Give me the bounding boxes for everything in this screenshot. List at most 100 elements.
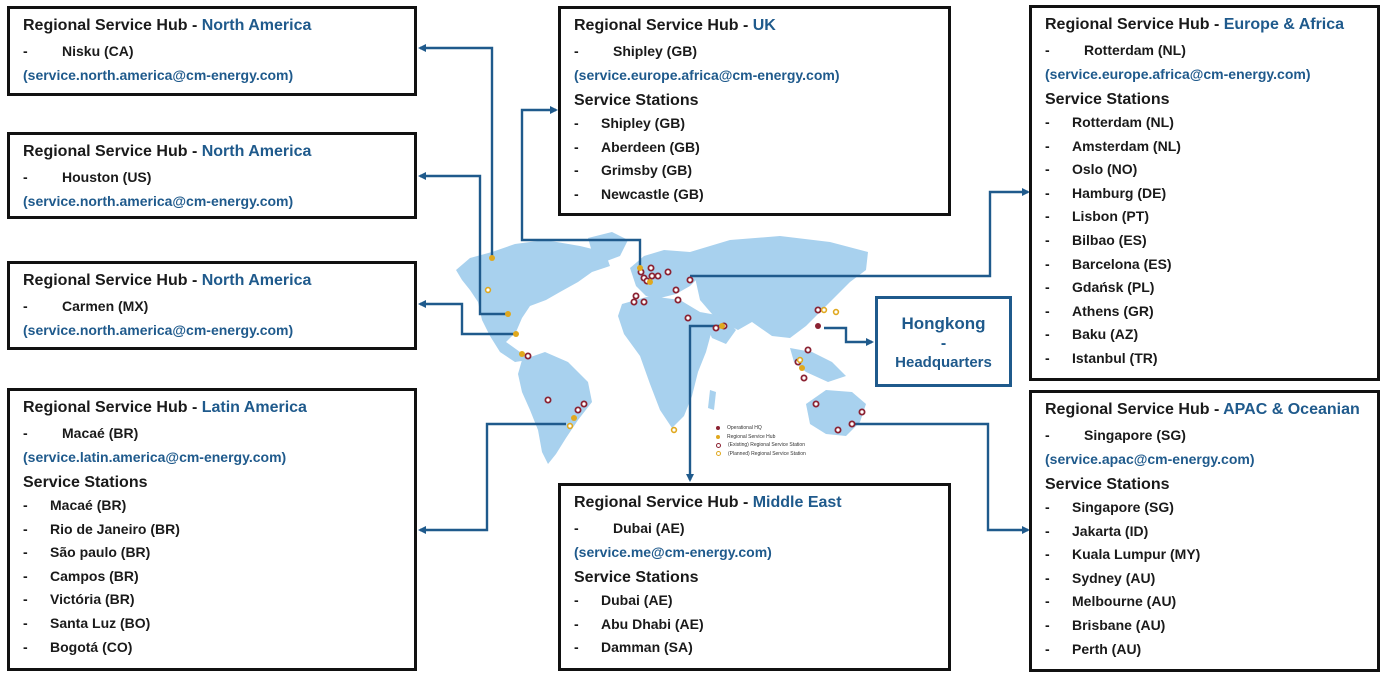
list-item: -Victória (BR)	[23, 591, 135, 608]
list-item: -Bogotá (CO)	[23, 638, 133, 655]
hub-title: Regional Service Hub - North America	[23, 143, 312, 160]
marker-singapore-hub	[799, 365, 805, 371]
marker-baku	[686, 276, 694, 284]
list-item: -Dubai (AE)	[574, 592, 673, 608]
list-item: -Abu Dhabi (AE)	[574, 615, 704, 632]
list-item: -Sydney (AU)	[1045, 569, 1156, 586]
hub-box-latin-america: Regional Service Hub - Latin America -Ma…	[7, 388, 417, 671]
marker-campos	[574, 406, 582, 414]
continent-madagascar	[708, 390, 716, 410]
list-item: -Rotterdam (NL)	[1045, 114, 1174, 130]
legend-item: (Planned) Regional Service Station	[716, 450, 806, 459]
marker-hamburg	[654, 272, 662, 280]
hub-email: (service.europe.africa@cm-energy.com)	[574, 67, 840, 83]
marker-melbourne	[834, 426, 842, 434]
hub-email: (service.europe.africa@cm-energy.com)	[1045, 66, 1311, 82]
marker-macae-hub	[571, 415, 577, 421]
service-stations-title: Service Stations	[1045, 91, 1170, 108]
list-item: -São paulo (BR)	[23, 544, 151, 561]
service-stations-list: -Macaé (BR) -Rio de Janeiro (BR) -São pa…	[23, 494, 414, 659]
list-item: -Hamburg (DE)	[1045, 184, 1167, 201]
hub-email: (service.me@cm-energy.com)	[574, 544, 772, 560]
list-item: -Kuala Lumpur (MY)	[1045, 546, 1201, 563]
marker-santa-luz	[544, 396, 552, 404]
hq-city: Hongkong	[901, 314, 986, 333]
hub-email: (service.latin.america@cm-energy.com)	[23, 449, 287, 465]
arrow-dubai	[686, 324, 722, 482]
marker-bilbao	[632, 292, 640, 300]
marker-planned-6	[796, 356, 804, 364]
list-item: -Barcelona (ES)	[1045, 255, 1172, 272]
marker-perth	[812, 400, 820, 408]
hub-box-uk: Regional Service Hub - UK -Shipley (GB) …	[558, 6, 951, 216]
legend-item: Regional Service Hub	[716, 433, 806, 442]
hub-box-apac-oceanian: Regional Service Hub - APAC & Oceanian -…	[1029, 390, 1380, 672]
legend-label: Regional Service Hub	[727, 433, 776, 440]
marker-dubai-hub	[719, 323, 725, 329]
list-item: -Bilbao (ES)	[1045, 231, 1147, 248]
arrow-carmen	[418, 300, 516, 336]
list-item: -Oslo (NO)	[1045, 161, 1138, 178]
arrow-rotterdam	[690, 188, 1030, 278]
map-markers	[484, 255, 866, 434]
service-stations-title: Service Stations	[1045, 476, 1170, 493]
legend-planned-dot	[716, 451, 721, 457]
hub-title: Regional Service Hub - Europe & Africa	[1045, 16, 1345, 33]
list-item: -Santa Luz (BO)	[23, 614, 151, 631]
hub-title: Regional Service Hub - Middle East	[574, 494, 842, 511]
list-item: -Brisbane (AU)	[1045, 616, 1166, 633]
legend-item: Operational HQ	[716, 424, 806, 433]
list-item: -Aberdeen (GB)	[574, 138, 700, 155]
marker-gdansk	[664, 268, 672, 276]
marker-asia-1	[814, 306, 822, 314]
marker-africa-1	[684, 314, 692, 322]
list-item: -Singapore (SG)	[1045, 499, 1174, 515]
marker-carmen-hub	[513, 331, 519, 337]
legend-label: (Planned) Regional Service Station	[728, 450, 806, 457]
list-item: -Rio de Janeiro (BR)	[23, 520, 180, 537]
service-stations-list: -Rotterdam (NL) -Amsterdam (NL) -Oslo (N…	[1045, 111, 1377, 371]
list-item: -Amsterdam (NL)	[1045, 137, 1181, 154]
hq-label: Headquarters	[895, 354, 992, 371]
marker-lisbon	[630, 298, 638, 306]
marker-planned-4	[820, 306, 828, 314]
hub-title: Regional Service Hub - UK	[574, 17, 776, 34]
hub-location: -Nisku (CA)	[23, 43, 134, 59]
service-stations-title: Service Stations	[574, 92, 699, 109]
hub-location: -Shipley (GB)	[574, 43, 698, 59]
marker-shipley-hub	[637, 265, 643, 271]
marker-planned-5	[832, 308, 840, 316]
marker-istanbul	[672, 286, 680, 294]
marker-athens	[674, 296, 682, 304]
hub-box-middle-east: Regional Service Hub - Middle East -Duba…	[558, 483, 951, 671]
arrow-singapore	[852, 422, 1030, 534]
continents	[456, 232, 868, 464]
list-item: -Gdańsk (PL)	[1045, 279, 1155, 296]
hub-location: -Dubai (AE)	[574, 520, 685, 536]
list-item: -Shipley (GB)	[574, 115, 686, 131]
list-item: -Campos (BR)	[23, 567, 139, 584]
continent-africa	[618, 296, 712, 428]
hub-box-north-america-houston: Regional Service Hub - North America -Ho…	[7, 132, 417, 219]
legend-existing-dot	[716, 442, 721, 448]
list-item: -Newcastle (GB)	[574, 185, 704, 202]
list-item: -Melbourne (AU)	[1045, 593, 1177, 610]
marker-nisku-hub	[489, 255, 495, 261]
marker-damman	[712, 324, 720, 332]
map-legend: Operational HQ Regional Service Hub (Exi…	[716, 424, 806, 458]
hub-box-north-america-carmen: Regional Service Hub - North America -Ca…	[7, 261, 417, 350]
hub-title: Regional Service Hub - APAC & Oceanian	[1045, 401, 1360, 418]
hub-box-europe-africa: Regional Service Hub - Europe & Africa -…	[1029, 5, 1380, 381]
hub-location: -Singapore (SG)	[1045, 427, 1186, 443]
continent-south-america	[518, 352, 592, 464]
marker-barcelona	[640, 298, 648, 306]
marker-mexico-hub	[519, 351, 525, 357]
marker-sydney	[848, 420, 856, 428]
list-item: -Jakarta (ID)	[1045, 522, 1149, 539]
marker-victoria	[580, 400, 588, 408]
service-stations-list: -Singapore (SG) -Jakarta (ID) -Kuala Lum…	[1045, 496, 1377, 661]
legend-label: Operational HQ	[727, 425, 762, 431]
hub-location: -Macaé (BR)	[23, 425, 139, 441]
list-item: -Lisbon (PT)	[1045, 208, 1149, 225]
hub-title: Regional Service Hub - Latin America	[23, 399, 307, 416]
